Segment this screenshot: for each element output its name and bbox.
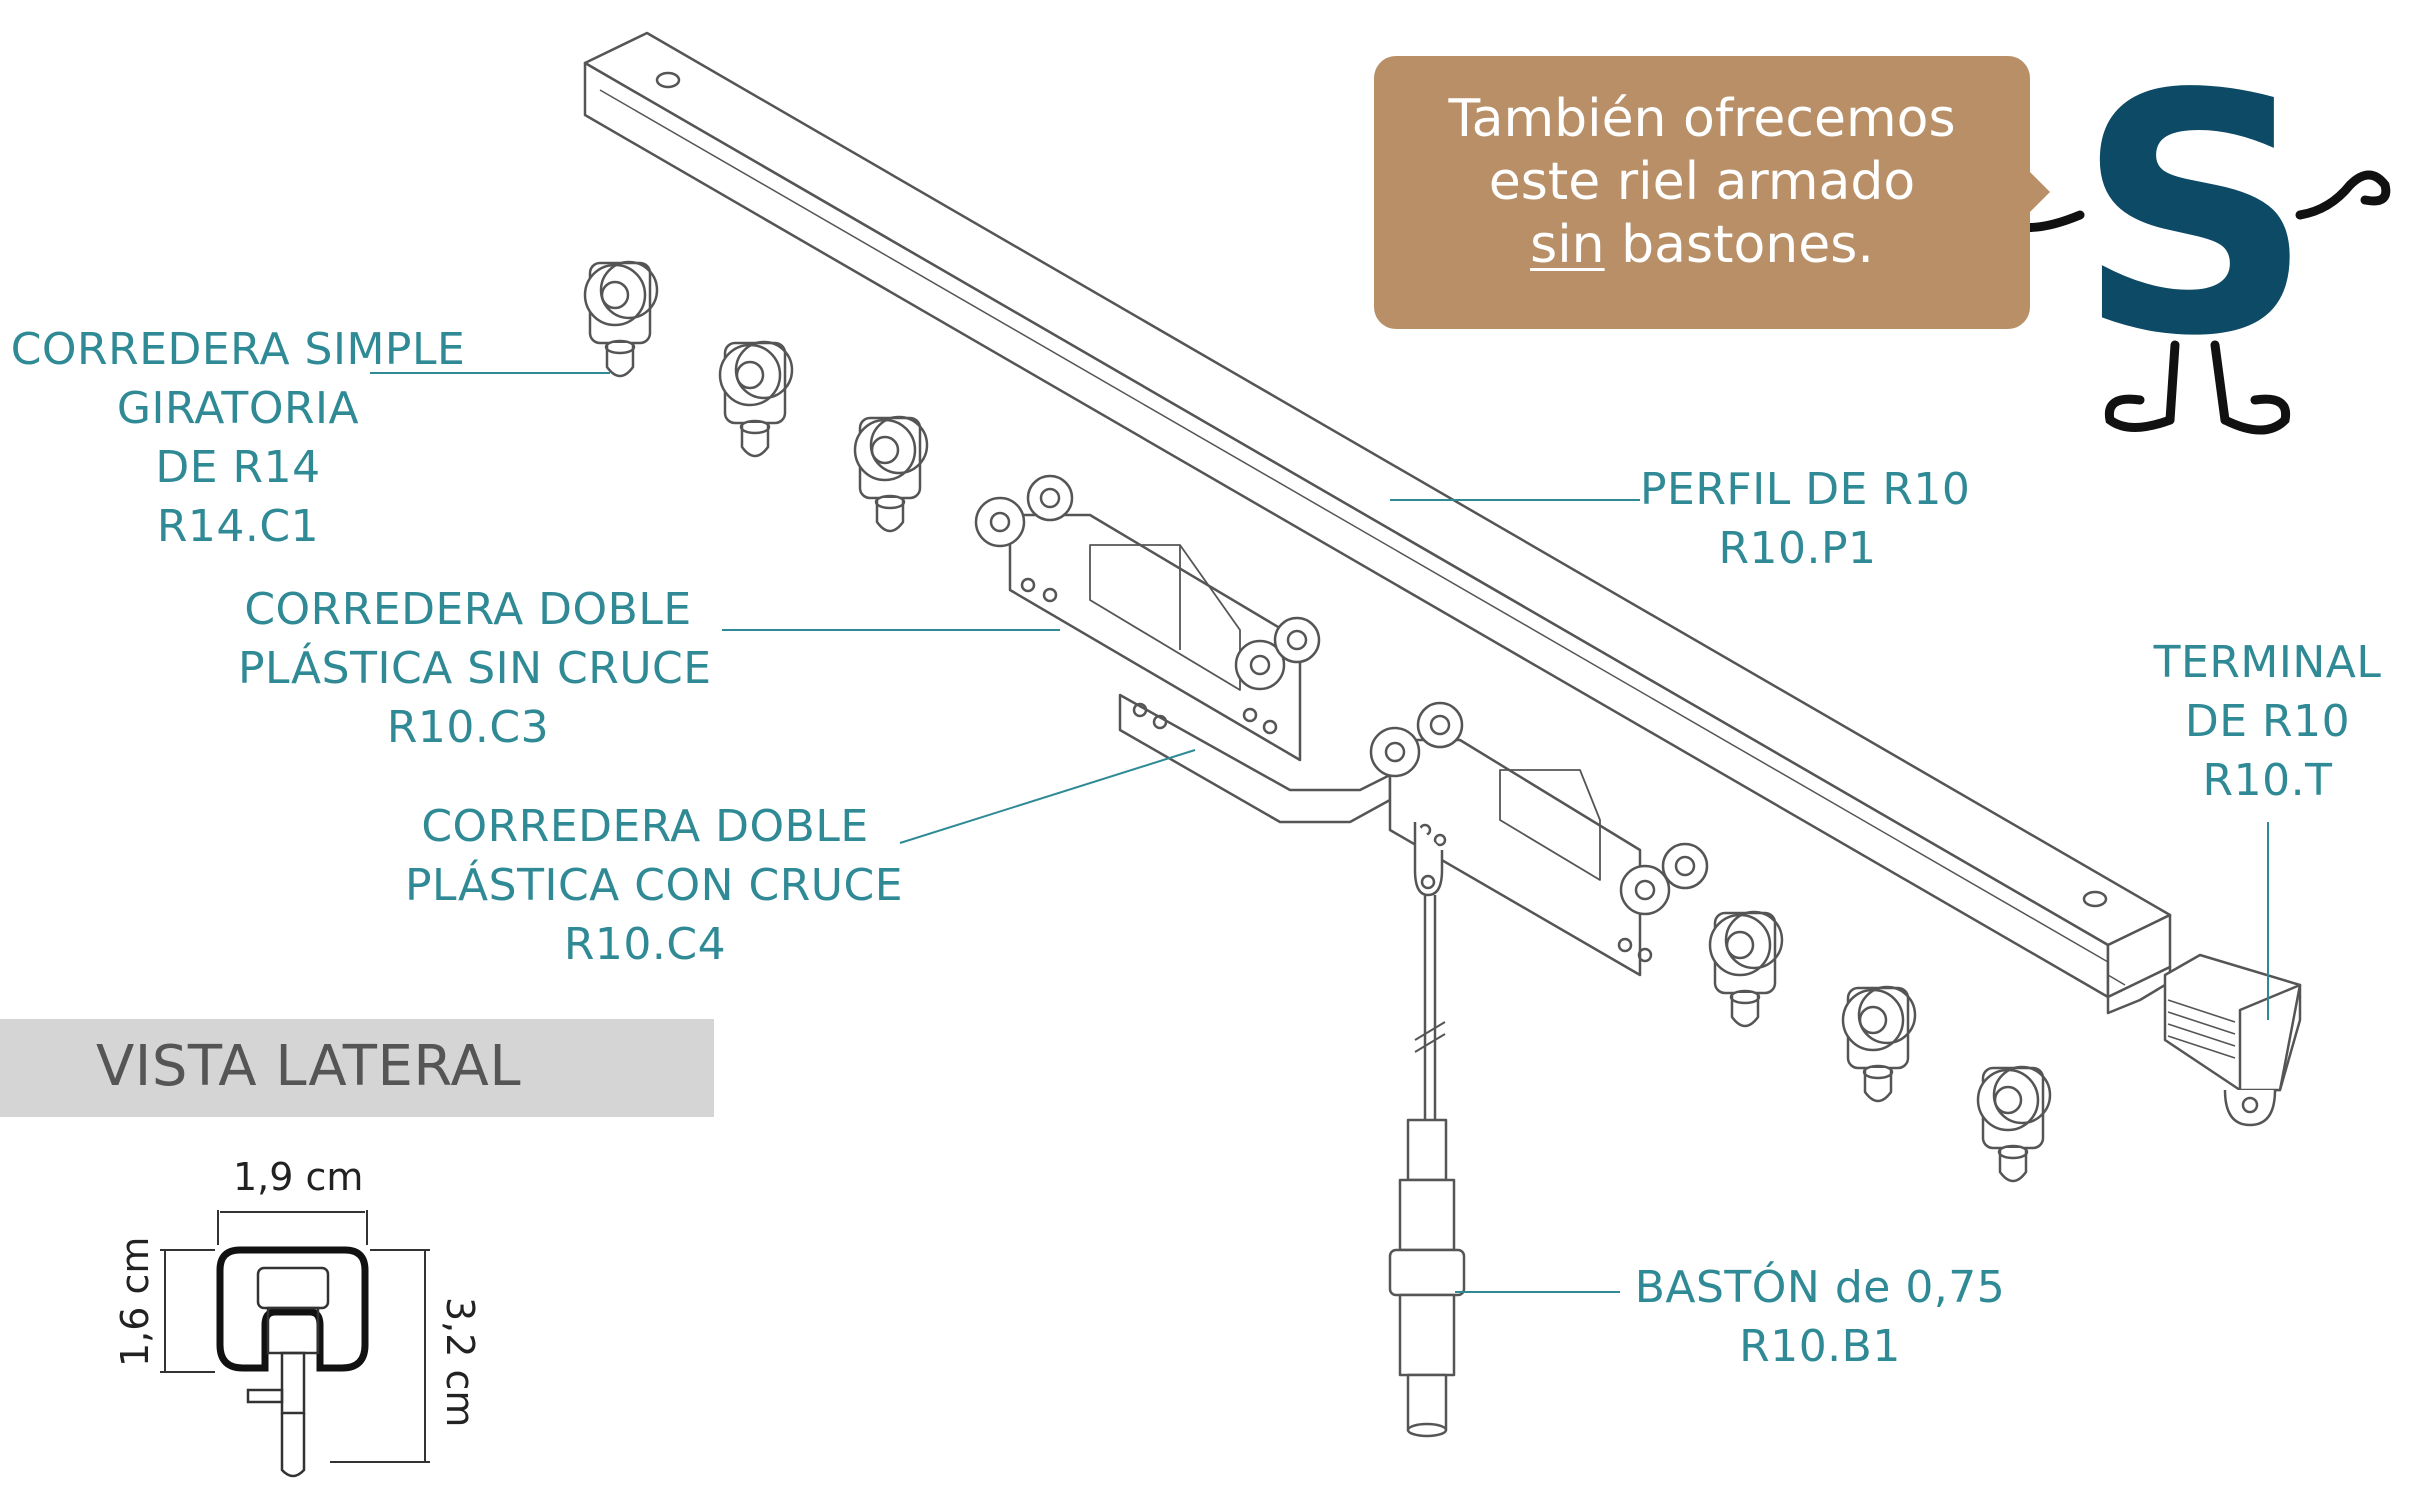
bubble-line-2: este riel armado [1488,152,1916,212]
rail-profile [583,31,2172,1015]
bubble-tail [2026,168,2050,216]
label-profile-line-1: PERFIL DE R10 [1640,464,1971,515]
double-carrier-no-cross [974,474,1321,762]
bubble-line-1: También ofrecemos [1448,89,1956,149]
dim-width: 1,9 cm [233,1155,364,1199]
label-double-no-cross: CORREDERA DOBLE PLÁSTICA SIN CRUCE R10.C… [238,580,712,757]
label-profile-line-2: R10.P1 [1718,523,1877,574]
mascot-letter: S [2076,24,2314,408]
speech-bubble [1374,56,2030,329]
label-simple-line-1: CORREDERA SIMPLE [10,324,466,375]
label-simple-line-3: DE R14 [155,442,321,493]
label-double-cross-line-1: CORREDERA DOBLE [421,801,869,852]
label-terminal-line-1: TERMINAL [2153,637,2382,688]
leader-lines [370,372,2269,1293]
bubble-line-3: sin bastones. [1374,214,2030,277]
bubble-text: También ofrecemos este riel armado sin b… [1374,88,2030,277]
label-double-no-cross-line-1: CORREDERA DOBLE [244,584,692,635]
label-baton-line-2: R10.B1 [1739,1321,1901,1372]
label-terminal: TERMINAL DE R10 R10.T [2135,633,2400,810]
double-carrier-cross [1118,693,1709,977]
baton [1388,895,1466,1438]
label-simple-line-2: GIRATORIA [116,383,360,434]
label-simple-runner: CORREDERA SIMPLE GIRATORIA DE R14 R14.C1 [8,320,468,556]
label-baton-line-1: BASTÓN de 0,75 [1634,1262,2006,1313]
label-double-cross-line-2: PLÁSTICA CON CRUCE [405,860,904,911]
label-baton: BASTÓN de 0,75 R10.B1 [1630,1258,2010,1376]
dim-total-height: 3,2 cm [438,1297,482,1428]
label-terminal-line-3: R10.T [2202,755,2333,806]
label-double-cross-line-3: R10.C4 [563,919,727,970]
side-view-section [160,1210,430,1478]
label-simple-line-4: R14.C1 [156,501,320,552]
end-terminal [2163,953,2302,1127]
side-view-header-bar [0,1019,714,1117]
bubble-line-3-rest: bastones. [1604,215,1874,275]
bubble-underlined-word: sin [1530,215,1605,275]
mascot-s: S [1977,24,2391,435]
label-double-no-cross-line-3: R10.C3 [386,702,550,753]
dim-inner-height: 1,6 cm [113,1236,157,1367]
label-terminal-line-2: DE R10 [2184,696,2351,747]
simple-runners-left [583,260,929,533]
simple-runners-right [1708,910,2052,1183]
label-double-no-cross-line-2: PLÁSTICA SIN CRUCE [238,643,712,694]
label-profile: PERFIL DE R10 R10.P1 [1640,460,1971,578]
label-double-cross: CORREDERA DOBLE PLÁSTICA CON CRUCE R10.C… [405,797,904,974]
side-view-title: VISTA LATERAL [96,1034,522,1099]
